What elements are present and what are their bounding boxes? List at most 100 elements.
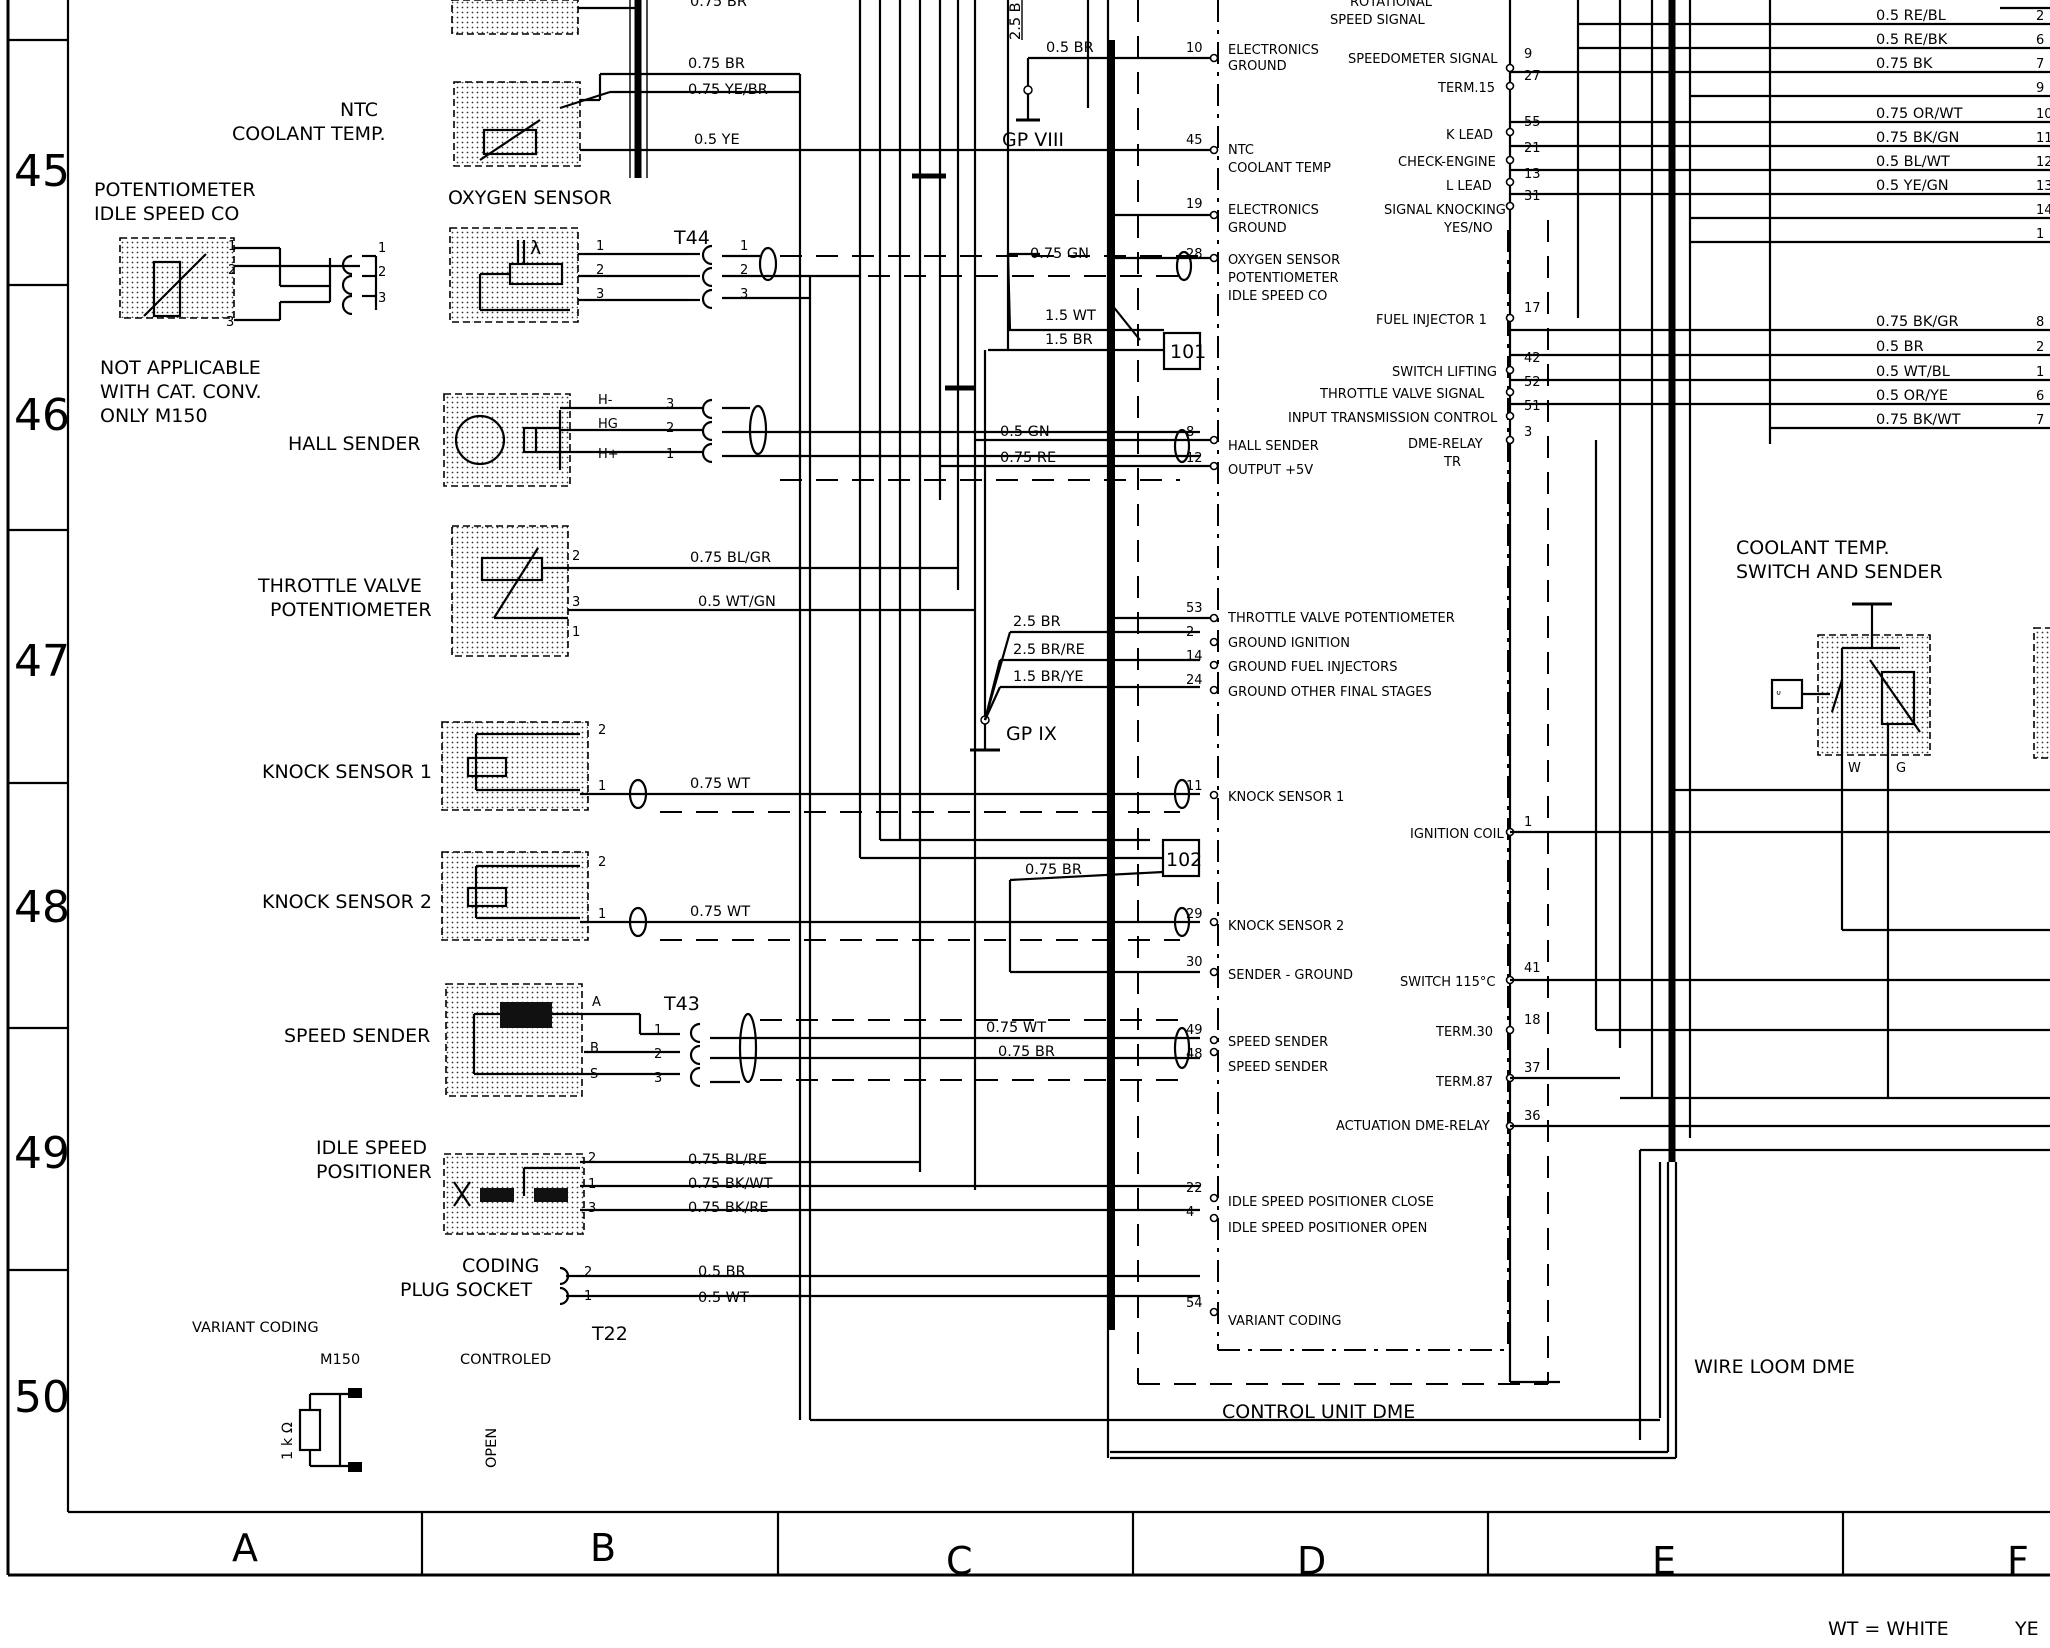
svg-text:HG: HG bbox=[598, 417, 618, 432]
ecu-pin: 14 GROUND FUEL INJECTORS bbox=[1186, 649, 1397, 675]
ecu-pin: 11 KNOCK SENSOR 1 bbox=[1186, 779, 1344, 805]
ecu-pin: 22 IDLE SPEED POSITIONER CLOSE bbox=[1186, 1181, 1434, 1210]
svg-text:ELECTRONICS: ELECTRONICS bbox=[1228, 203, 1319, 218]
wire-label: 0.5 BR bbox=[1876, 339, 1924, 355]
svg-text:ᐡ: ᐡ bbox=[1776, 689, 1781, 704]
svg-text:IDLE SPEED POSITIONER OPEN: IDLE SPEED POSITIONER OPEN bbox=[1228, 1221, 1427, 1236]
wire-label: 0.75 WT bbox=[690, 904, 750, 920]
wire-label: 0.75 OR/WT bbox=[1876, 106, 1963, 122]
connector-t44: T44 bbox=[673, 227, 710, 249]
svg-text:POTENTIOMETER: POTENTIOMETER bbox=[270, 599, 432, 621]
column-label: F bbox=[2007, 1539, 2029, 1583]
svg-text:ACTUATION DME-RELAY: ACTUATION DME-RELAY bbox=[1336, 1119, 1490, 1134]
ecu-pin: 21 CHECK-ENGINE bbox=[1398, 141, 1541, 170]
svg-text:36: 36 bbox=[1524, 1109, 1541, 1124]
svg-text:HALL SENDER: HALL SENDER bbox=[1228, 439, 1319, 454]
wire-label: 0.75 BL/GR bbox=[690, 550, 771, 566]
column-label: C bbox=[946, 1539, 973, 1583]
svg-text:2: 2 bbox=[228, 263, 236, 278]
svg-text:OPEN: OPEN bbox=[484, 1428, 500, 1468]
svg-text:1: 1 bbox=[378, 241, 386, 256]
column-label: A bbox=[232, 1526, 258, 1570]
ground-label: GP IX bbox=[1006, 723, 1057, 745]
svg-text:TERM.15: TERM.15 bbox=[1437, 81, 1495, 96]
svg-text:51: 51 bbox=[1524, 399, 1541, 414]
svg-text:3: 3 bbox=[226, 315, 234, 330]
svg-text:12: 12 bbox=[1186, 451, 1203, 466]
svg-text:1: 1 bbox=[740, 239, 748, 254]
svg-text:2: 2 bbox=[740, 263, 748, 278]
ecu-pin: 29 KNOCK SENSOR 2 bbox=[1186, 907, 1344, 934]
svg-text:POSITIONER: POSITIONER bbox=[316, 1161, 432, 1183]
svg-text:GROUND OTHER FINAL STAGES: GROUND OTHER FINAL STAGES bbox=[1228, 685, 1432, 700]
svg-text:SWITCH LIFTING: SWITCH LIFTING bbox=[1392, 365, 1497, 380]
svg-text:54: 54 bbox=[1186, 1296, 1203, 1311]
svg-text:ROTATIONAL: ROTATIONAL bbox=[1350, 0, 1433, 10]
svg-text:GROUND: GROUND bbox=[1228, 59, 1287, 74]
svg-text:29: 29 bbox=[1186, 907, 1203, 922]
svg-text:L LEAD: L LEAD bbox=[1446, 179, 1492, 194]
svg-text:2: 2 bbox=[596, 263, 604, 278]
top-fragment: 0.75 BR bbox=[451, 0, 747, 35]
svg-text:PLUG SOCKET: PLUG SOCKET bbox=[400, 1279, 533, 1301]
row-labels: 45 46 47 48 49 50 bbox=[14, 146, 70, 1423]
svg-text:37: 37 bbox=[1524, 1061, 1541, 1076]
column-label: D bbox=[1297, 1539, 1326, 1583]
svg-text:2: 2 bbox=[378, 265, 386, 280]
wire-pin-number: 10 bbox=[2036, 107, 2050, 122]
wire-label: 0.75 WT bbox=[690, 776, 750, 792]
svg-text:IDLE SPEED POSITIONER CLOSE: IDLE SPEED POSITIONER CLOSE bbox=[1228, 1195, 1434, 1210]
svg-text:OXYGEN SENSOR: OXYGEN SENSOR bbox=[1228, 253, 1340, 268]
svg-text:SPEED SENDER: SPEED SENDER bbox=[284, 1025, 430, 1047]
wire-pin-number: 1 bbox=[2036, 365, 2044, 380]
ecu-pin: 10 ELECTRONICS GROUND bbox=[1120, 41, 1319, 74]
legend-white: WT = WHITE bbox=[1828, 1618, 1949, 1640]
svg-text:2: 2 bbox=[588, 1151, 596, 1166]
svg-text:2: 2 bbox=[666, 421, 674, 436]
ntc-coolant-temp-sensor: NTC COOLANT TEMP. 0.75 BR 0.75 YE/BR 0.5… bbox=[232, 56, 802, 1420]
svg-text:COOLANT TEMP.: COOLANT TEMP. bbox=[232, 123, 386, 145]
wire-label: 0.5 RE/BL bbox=[1876, 8, 1946, 24]
coding-plug-socket: CODING PLUG SOCKET 2 1 T22 0.5 BR 0.5 WT bbox=[400, 1255, 1200, 1345]
ecu-pin: 17 FUEL INJECTOR 1 bbox=[1376, 301, 1541, 328]
svg-text:TERM.30: TERM.30 bbox=[1435, 1025, 1493, 1040]
wire-label: 1.5 WT bbox=[1045, 308, 1096, 324]
svg-text:NTC: NTC bbox=[340, 99, 378, 121]
svg-text:3: 3 bbox=[654, 1071, 662, 1086]
ecu-pin: 54 VARIANT CODING bbox=[1186, 1296, 1341, 1329]
row-label: 49 bbox=[14, 1128, 70, 1179]
wire-label: 0.75 BR bbox=[690, 0, 747, 10]
variant-coding: VARIANT CODING M150 CONTROLED 1 k Ω OPEN bbox=[192, 1320, 551, 1472]
row-label: 48 bbox=[14, 882, 70, 933]
ecu-pin: 49 SPEED SENDER bbox=[1186, 1023, 1328, 1050]
svg-text:3: 3 bbox=[378, 291, 386, 306]
wire-pin-number: 6 bbox=[2036, 389, 2044, 404]
svg-text:COOLANT TEMP.: COOLANT TEMP. bbox=[1736, 537, 1890, 559]
wire-label: 0.75 BR bbox=[998, 1044, 1055, 1060]
ecu-pin: 30 SENDER - GROUND bbox=[1186, 955, 1353, 983]
svg-text:H+: H+ bbox=[598, 447, 619, 462]
svg-text:3: 3 bbox=[596, 287, 604, 302]
svg-text:49: 49 bbox=[1186, 1023, 1203, 1038]
svg-text:24: 24 bbox=[1186, 673, 1203, 688]
svg-text:KNOCK SENSOR 2: KNOCK SENSOR 2 bbox=[262, 891, 432, 913]
svg-text:IDLE SPEED CO: IDLE SPEED CO bbox=[94, 203, 239, 225]
svg-text:53: 53 bbox=[1186, 601, 1203, 616]
svg-text:SPEED SENDER: SPEED SENDER bbox=[1228, 1035, 1328, 1050]
wire-pin-number: 11 bbox=[2036, 131, 2050, 146]
svg-text:3: 3 bbox=[572, 595, 580, 610]
svg-text:31: 31 bbox=[1524, 189, 1541, 204]
svg-text:INPUT TRANSMISSION CONTROL: INPUT TRANSMISSION CONTROL bbox=[1288, 411, 1498, 426]
svg-text:B: B bbox=[590, 1041, 599, 1056]
wire-label: 2.5 BR/RE bbox=[1013, 642, 1085, 658]
speed-sender: SPEED SENDER A B S T43 1 2 3 0.75 WT 0.7… bbox=[284, 983, 1200, 1097]
wire-label: 0.5 WT/GN bbox=[698, 594, 776, 610]
ecu-pin: 28 OXYGEN SENSOR POTENTIOMETER IDLE SPEE… bbox=[1112, 247, 1340, 304]
svg-text:NOT APPLICABLE: NOT APPLICABLE bbox=[100, 357, 261, 379]
svg-text:TERM.87: TERM.87 bbox=[1435, 1075, 1493, 1090]
svg-text:101: 101 bbox=[1170, 341, 1206, 363]
svg-text:GROUND FUEL INJECTORS: GROUND FUEL INJECTORS bbox=[1228, 660, 1397, 675]
svg-text:18: 18 bbox=[1524, 1013, 1541, 1028]
wire-label: 0.75 BR bbox=[688, 56, 745, 72]
